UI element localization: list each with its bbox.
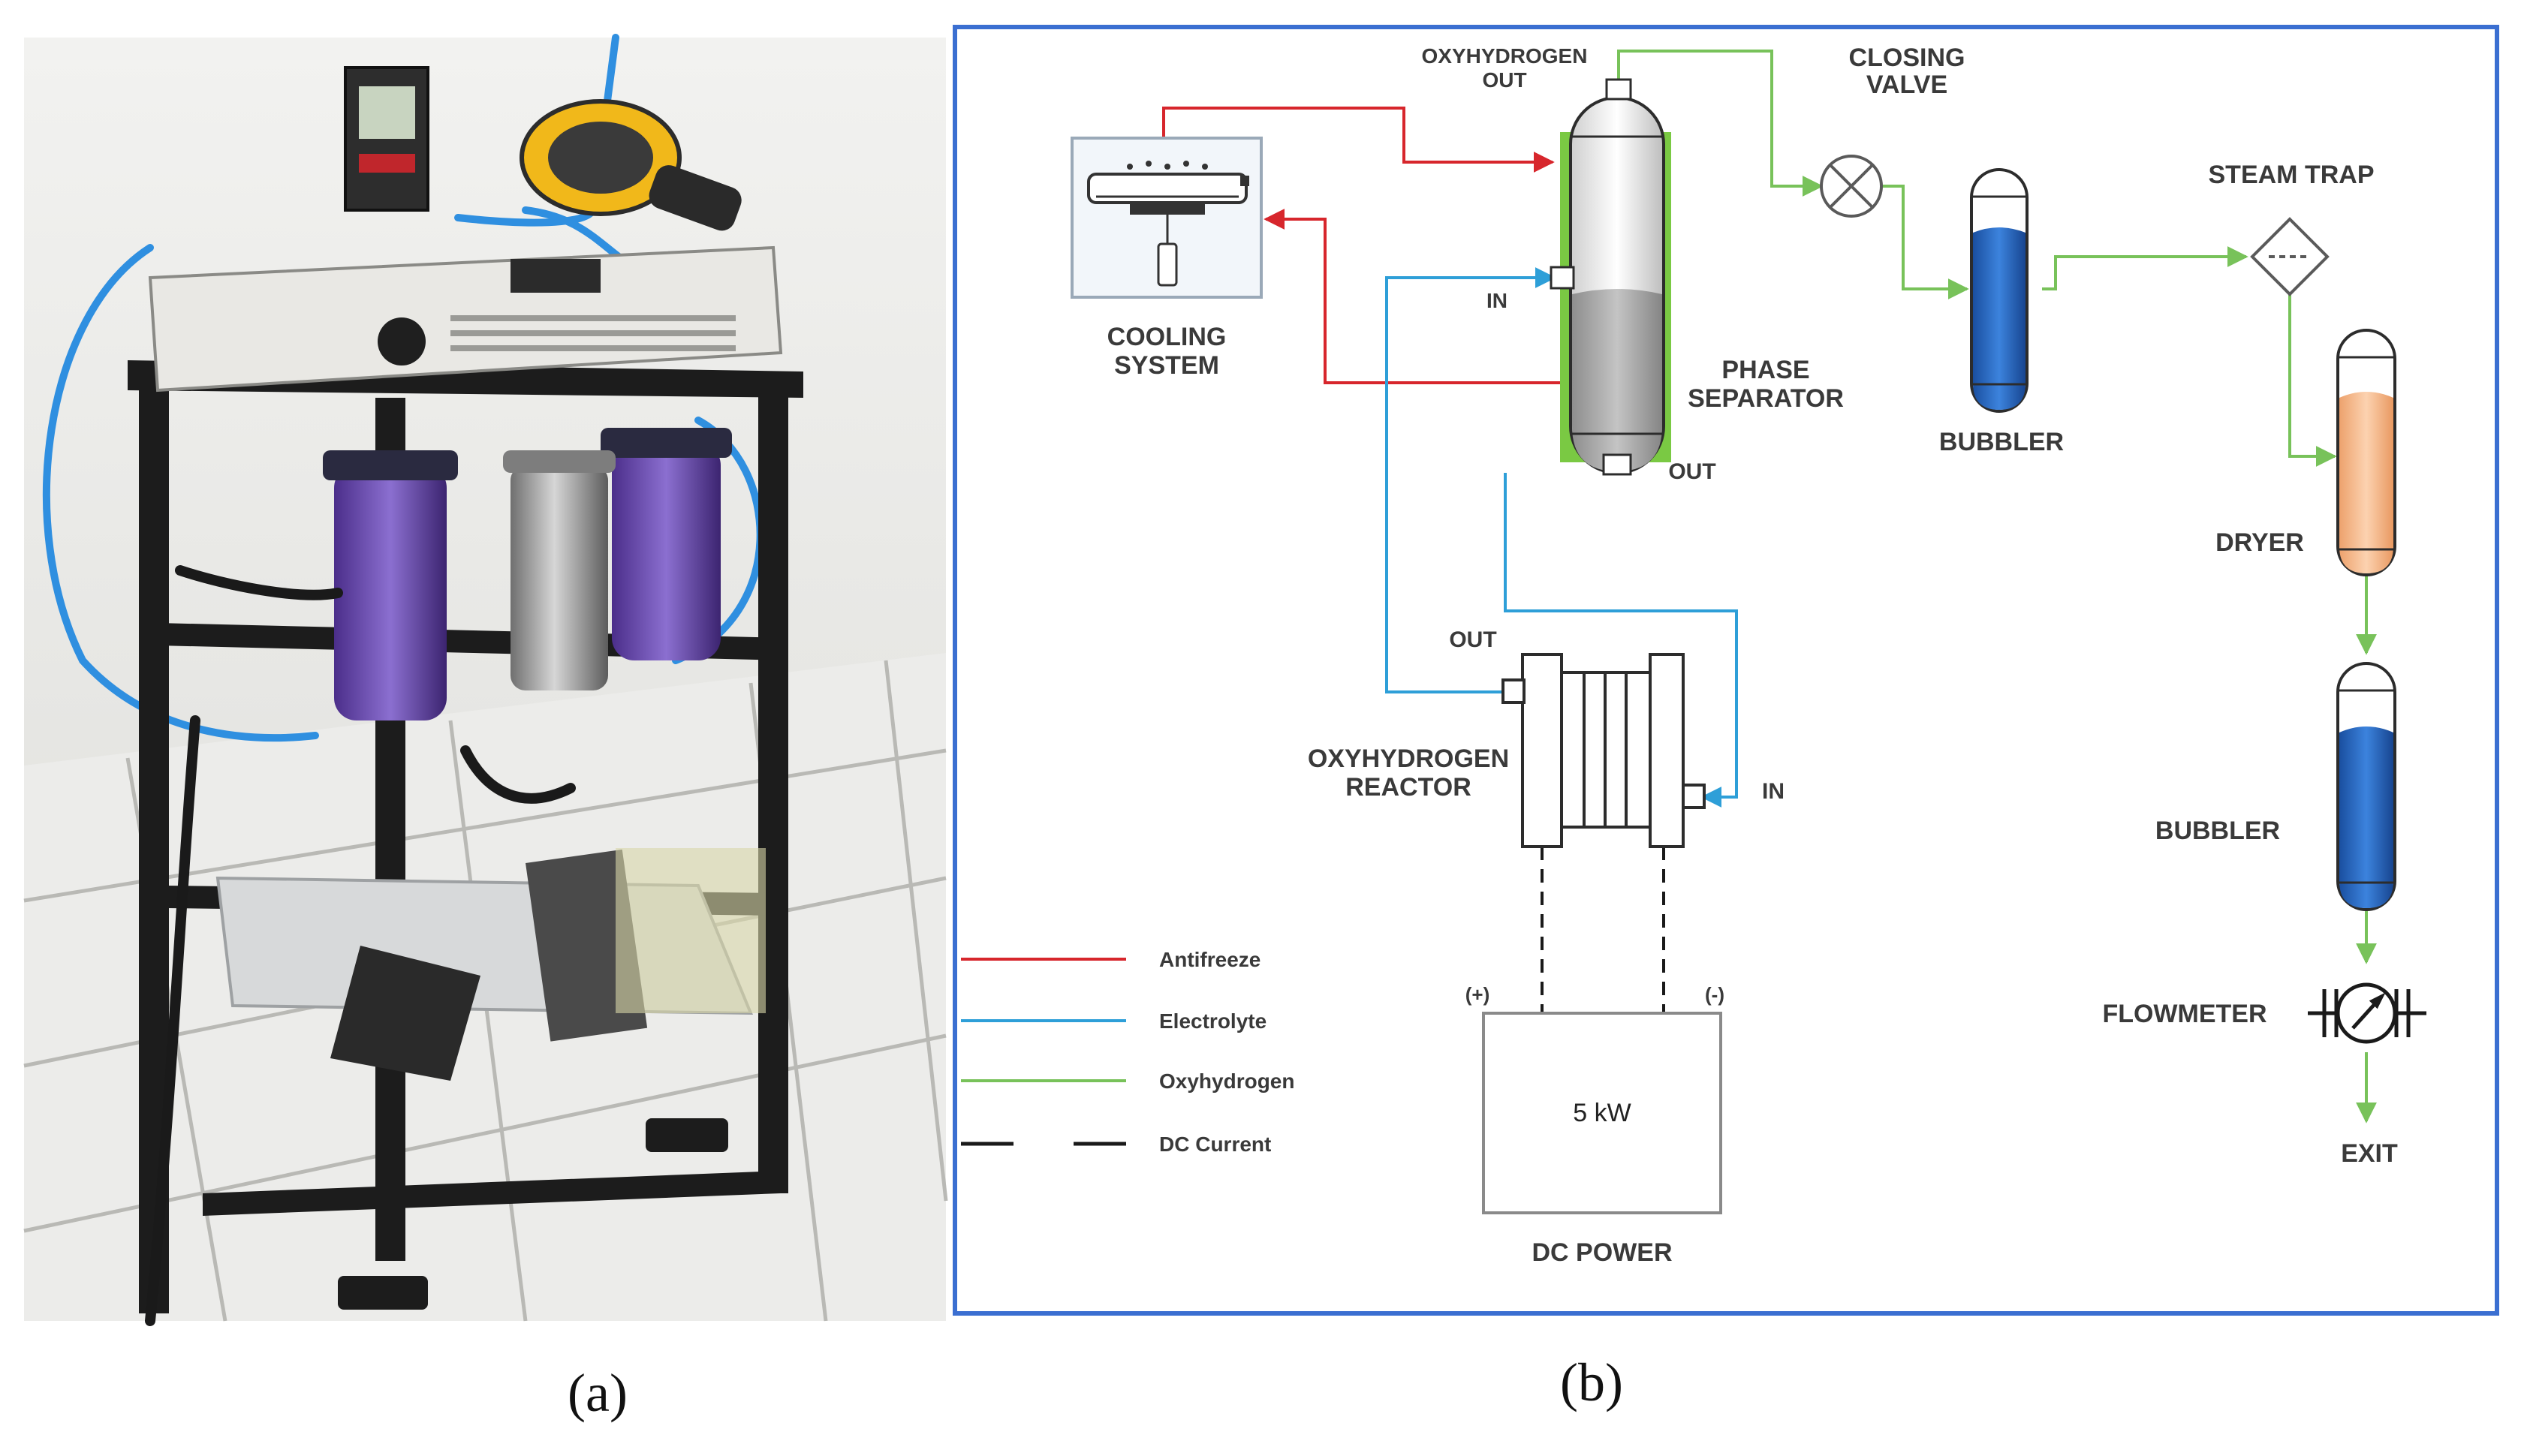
label-cooling-system-2: SYSTEM (1114, 351, 1219, 380)
photo-panel (23, 34, 948, 1326)
legend-label-oxyhydrogen: Oxyhydrogen (1159, 1069, 1294, 1093)
cables (145, 565, 576, 1326)
label-phase-separator-2: SEPARATOR (1688, 384, 1844, 413)
label-oxyhydrogen-reactor-2: REACTOR (1345, 773, 1471, 802)
oxyhydrogen-reactor (1501, 653, 1706, 848)
lower-shelf-equipment (215, 848, 766, 1081)
steam-trap (2250, 217, 2330, 296)
label-closing-valve-2: VALVE (1866, 71, 1947, 99)
label-closing-valve-1: CLOSING (1849, 44, 1965, 72)
label-bubbler-1: BUBBLER (1939, 428, 2064, 456)
label-exit: EXIT (2341, 1139, 2398, 1168)
power-supply-unit (148, 245, 783, 393)
label-minus-terminal: (-) (1705, 983, 1724, 1006)
legend-label-dc-current: DC Current (1159, 1133, 1271, 1156)
label-cooling-system-1: COOLING (1107, 323, 1227, 351)
label-flowmeter: FLOWMETER (2102, 1000, 2266, 1028)
label-in-reactor: IN (1762, 779, 1785, 804)
label-plus-terminal: (+) (1465, 983, 1490, 1006)
schematic-frame (953, 25, 2499, 1316)
diagram-labels: OXYHYDROGEN OUT CLOSING VALVE STEAM TRAP… (1107, 44, 2398, 1267)
label-oxyhydrogen-out-1: OXYHYDROGEN (1422, 44, 1588, 68)
label-dryer: DRYER (2215, 528, 2304, 557)
phase-separator (1550, 78, 1671, 476)
label-out-reactor: OUT (1449, 627, 1496, 652)
dryer (2336, 329, 2396, 576)
label-oxyhydrogen-reactor-1: OXYHYDROGEN (1308, 745, 1509, 773)
label-steam-trap: STEAM TRAP (2209, 161, 2375, 189)
cooling-system-unit (1071, 137, 1263, 299)
caption-a: (a) (568, 1363, 628, 1423)
label-phase-separator-1: PHASE (1721, 356, 1809, 384)
antifreeze-lines (1162, 107, 1575, 384)
label-dc-power: DC POWER (1532, 1238, 1673, 1267)
legend-label-antifreeze: Antifreeze (1159, 948, 1260, 971)
legend-label-electrolyte: Electrolyte (1159, 1009, 1267, 1033)
closing-valve (1820, 155, 1883, 218)
bubbler-1 (1970, 168, 2029, 413)
steel-cylinder (503, 450, 616, 690)
schematic-panel: OXYHYDROGEN OUT CLOSING VALVE STEAM TRAP… (953, 25, 2499, 1316)
dc-current-lines (1541, 847, 1665, 1013)
caption-b: (b) (1560, 1352, 1623, 1412)
handheld-instrument (520, 99, 742, 231)
bubbler-2 (2336, 662, 2396, 911)
label-bubbler-2: BUBBLER (2155, 817, 2280, 845)
flowmeter-symbol (2308, 982, 2426, 1044)
oxyhydrogen-lines (1617, 50, 2377, 1124)
label-in-separator: IN (1486, 289, 1507, 312)
label-power-rating: 5 kW (1573, 1099, 1631, 1127)
label-out-separator: OUT (1668, 459, 1715, 484)
dc-power-box (1482, 1012, 1722, 1214)
filter-housings (323, 428, 732, 720)
label-oxyhydrogen-out-2: OUT (1482, 68, 1526, 92)
electrolyte-lines (1385, 267, 1738, 808)
